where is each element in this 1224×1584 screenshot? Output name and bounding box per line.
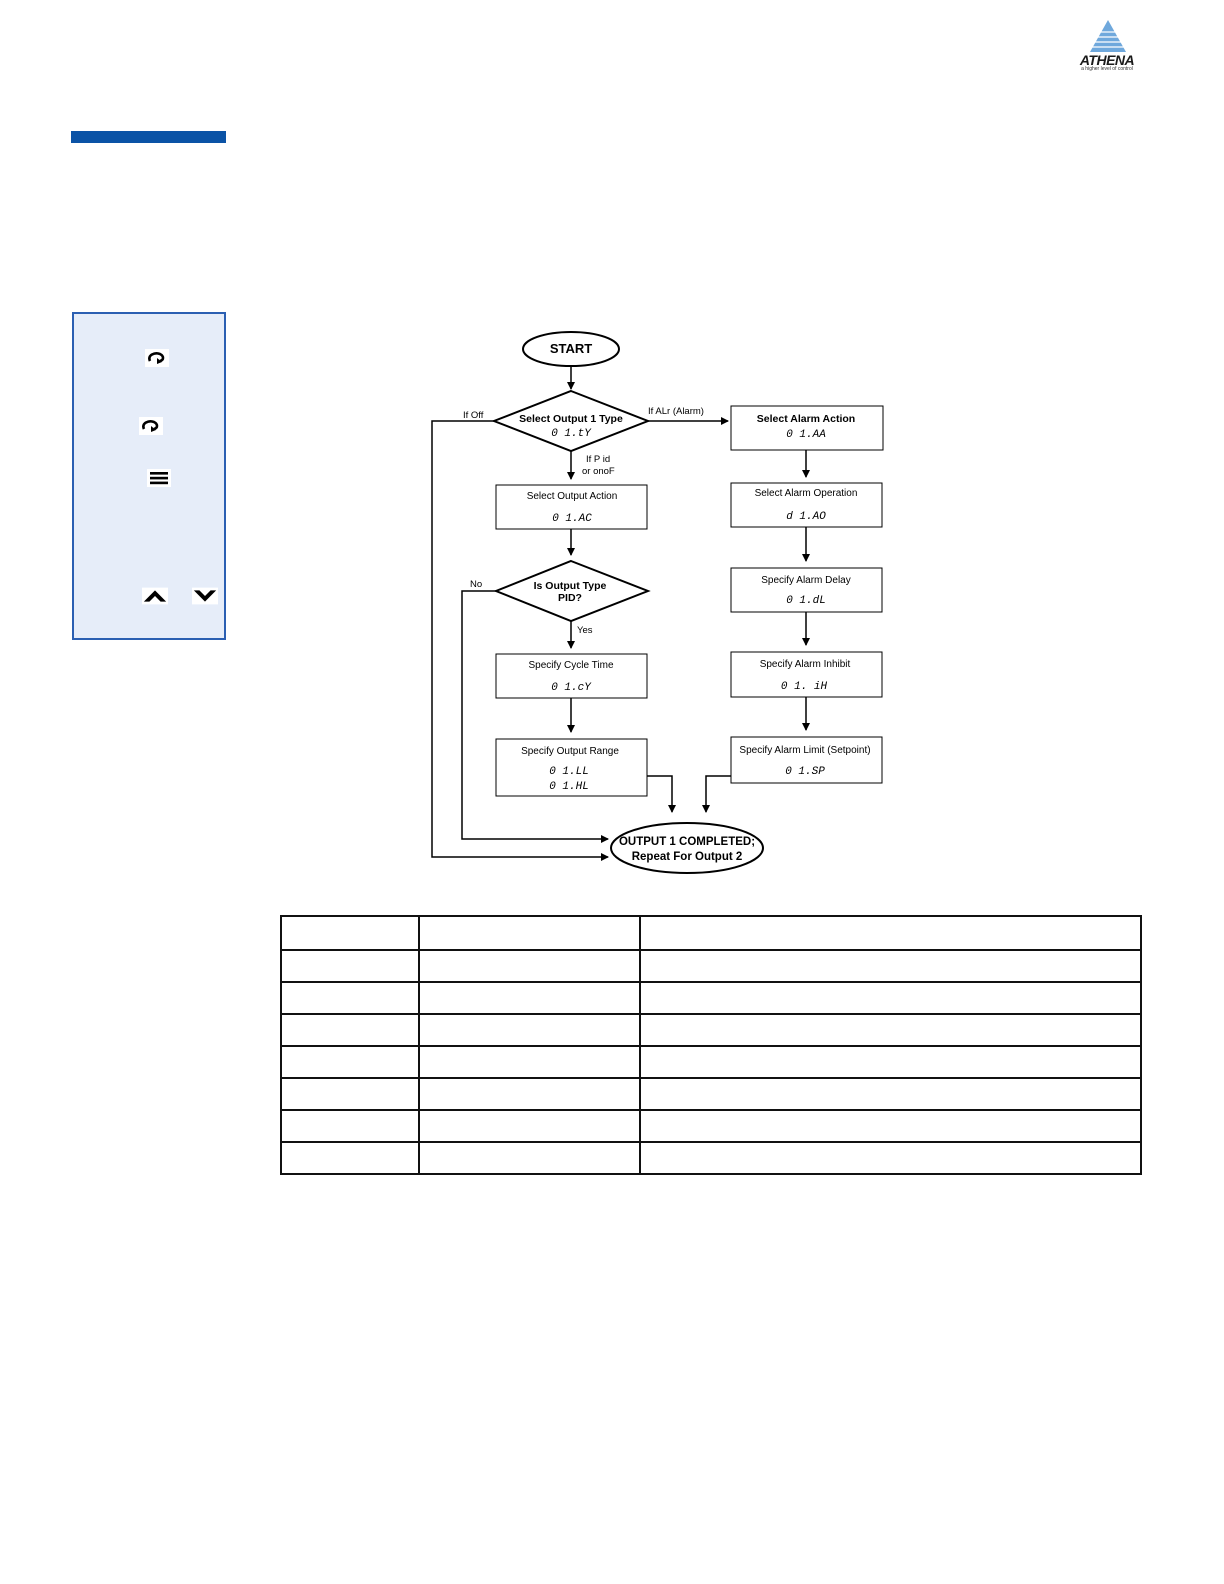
- table-cell: [280, 915, 420, 951]
- if-off-label: If Off: [463, 410, 484, 421]
- output-range-label: Specify Output Range: [521, 746, 619, 757]
- table-cell: [280, 1141, 420, 1175]
- athena-logo-icon: [1090, 20, 1126, 52]
- parameter-table-body: [280, 915, 1142, 1175]
- decision-2-label-2: PID?: [558, 592, 582, 604]
- down-arrow-icon: [192, 587, 218, 605]
- alarm-action-label: Select Alarm Action: [757, 413, 855, 425]
- table-row: [280, 1109, 1142, 1143]
- table-cell: [639, 915, 1142, 951]
- table-cell: [639, 1013, 1142, 1047]
- alarm-action-code: 0 1.AA: [786, 429, 826, 441]
- alarm-limit-box: [730, 736, 883, 784]
- menu-lines-icon: [146, 469, 172, 487]
- alarm-inhibit-label: Specify Alarm Inhibit: [760, 659, 851, 670]
- output-completed-node: [610, 822, 764, 874]
- table-cell: [418, 981, 641, 1015]
- parameter-table: [280, 915, 1142, 1175]
- if-pid-label-2: or onoF: [582, 466, 615, 477]
- table-cell: [280, 1045, 420, 1079]
- key-reference-panel: [72, 312, 226, 640]
- table-cell: [418, 1045, 641, 1079]
- return-arrow-icon: [144, 349, 170, 367]
- table-row: [280, 1141, 1142, 1175]
- table-row: [280, 981, 1142, 1015]
- no-label: No: [470, 579, 482, 590]
- select-output-action-box: [495, 484, 648, 530]
- alarm-limit-code: 0 1.SP: [785, 766, 825, 778]
- yes-label: Yes: [577, 625, 593, 636]
- output-range-code-1: 0 1.LL: [549, 766, 589, 778]
- decision-2-label-1: Is Output Type: [534, 580, 607, 592]
- table-header-row: [280, 915, 1142, 951]
- table-row: [280, 1013, 1142, 1047]
- cycle-time-label: Specify Cycle Time: [528, 660, 613, 671]
- select-output-action-label: Select Output Action: [527, 491, 618, 502]
- table-cell: [639, 1141, 1142, 1175]
- select-output-action-code: 0 1.AC: [552, 513, 592, 525]
- start-label: START: [550, 341, 592, 356]
- table-cell: [418, 1141, 641, 1175]
- alarm-delay-code: 0 1.dL: [786, 595, 826, 607]
- table-cell: [418, 1077, 641, 1111]
- table-cell: [639, 1077, 1142, 1111]
- alarm-action-box: [730, 405, 884, 451]
- table-cell: [280, 981, 420, 1015]
- logo-wordmark: ATHENA: [1079, 52, 1135, 68]
- decision-1-code: 0 1.tY: [551, 428, 592, 440]
- alarm-operation-box: [730, 482, 883, 528]
- table-cell: [280, 1109, 420, 1143]
- if-pid-label-1: If P id: [586, 454, 610, 465]
- table-cell: [639, 981, 1142, 1015]
- completed-label-1: OUTPUT 1 COMPLETED;: [619, 836, 755, 848]
- alarm-delay-box: [730, 567, 883, 613]
- table-row: [280, 949, 1142, 983]
- table-cell: [280, 1077, 420, 1111]
- table-cell: [418, 1013, 641, 1047]
- table-cell: [280, 1013, 420, 1047]
- output-range-code-2: 0 1.HL: [549, 781, 589, 793]
- table-cell: [639, 949, 1142, 983]
- decision-1-label: Select Output 1 Type: [519, 413, 623, 425]
- output-range-box: [495, 738, 648, 797]
- table-cell: [639, 1045, 1142, 1079]
- table-cell: [418, 915, 641, 951]
- cycle-time-code: 0 1.cY: [551, 682, 592, 694]
- table-cell: [280, 949, 420, 983]
- section-header-bar: [71, 131, 226, 143]
- table-row: [280, 1077, 1142, 1111]
- if-alarm-label: If ALr (Alarm): [648, 406, 704, 417]
- return-arrow-icon: [138, 417, 164, 435]
- alarm-operation-code: d 1.AO: [786, 511, 826, 523]
- alarm-delay-label: Specify Alarm Delay: [761, 575, 850, 586]
- table-row: [280, 1045, 1142, 1079]
- table-cell: [639, 1109, 1142, 1143]
- alarm-operation-label: Select Alarm Operation: [755, 488, 858, 499]
- alarm-limit-label: Specify Alarm Limit (Setpoint): [739, 745, 870, 756]
- up-arrow-icon: [142, 587, 168, 605]
- table-cell: [418, 949, 641, 983]
- alarm-inhibit-code: 0 1. iH: [781, 681, 828, 693]
- logo-tagline: a higher level of control: [1081, 66, 1133, 72]
- completed-label-2: Repeat For Output 2: [632, 851, 743, 863]
- table-cell: [418, 1109, 641, 1143]
- output-configuration-flowchart: START Select Output 1 Type 0 1.tY If Off…: [431, 331, 884, 874]
- alarm-inhibit-box: [730, 651, 883, 698]
